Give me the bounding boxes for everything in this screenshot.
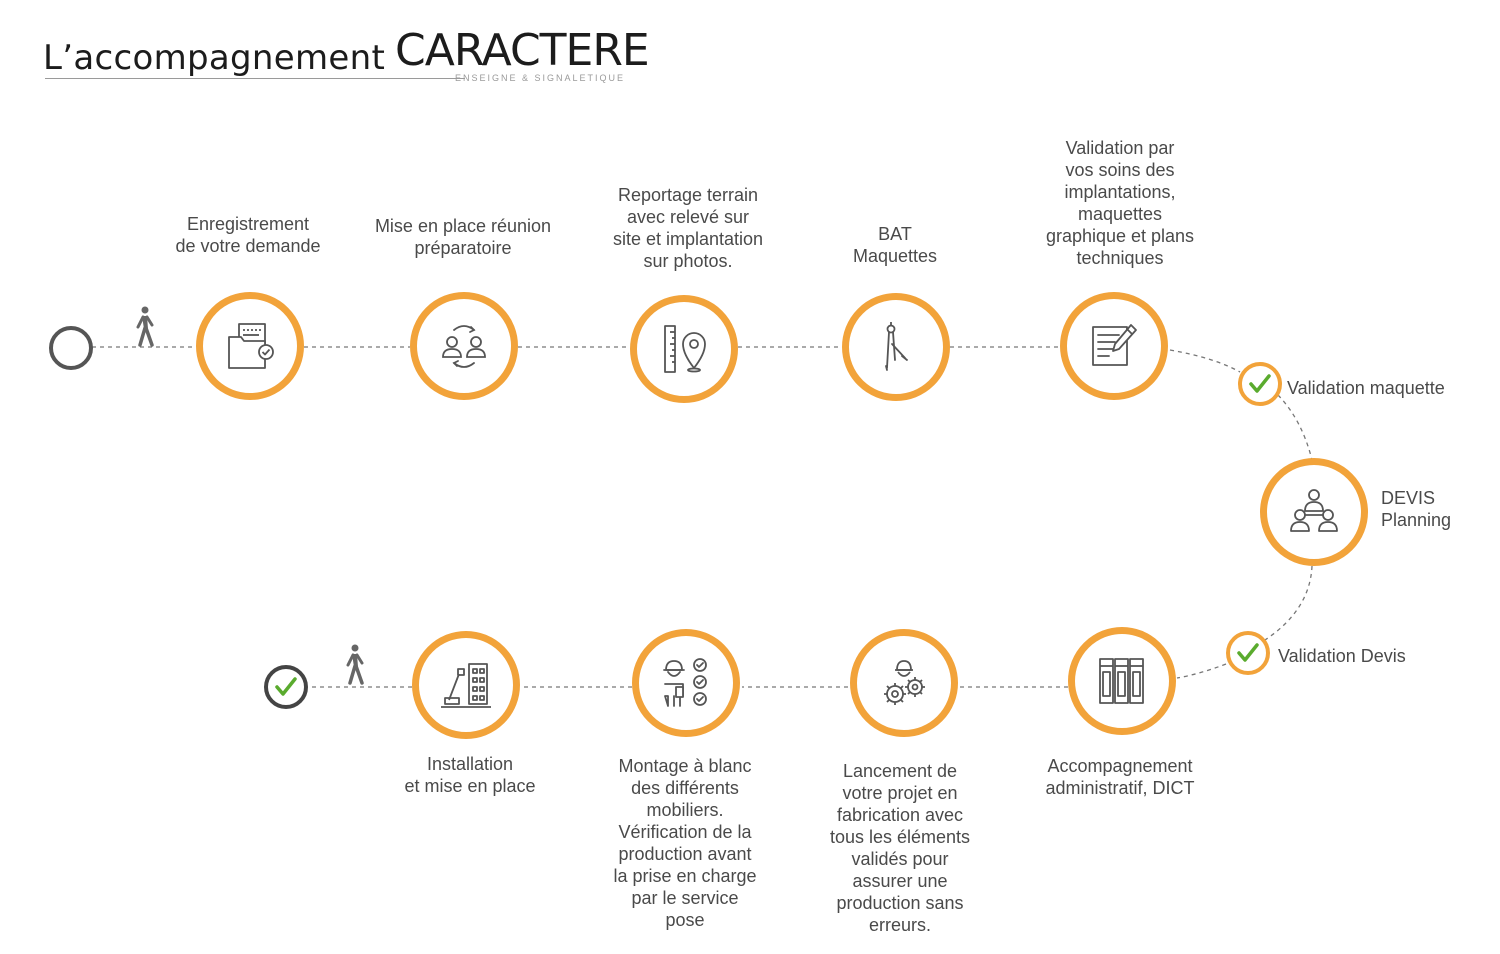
step-reportage-node — [630, 295, 738, 403]
step-enregistrement-node — [196, 292, 304, 400]
worker-checklist-icon — [663, 658, 707, 707]
step-montage-node — [632, 629, 740, 737]
validation-devis-label: Validation Devis — [1278, 646, 1406, 666]
document-pen-icon — [1092, 324, 1137, 366]
logo-wordmark: CARACTERE — [395, 25, 650, 76]
step-bat-label: BAT Maquettes — [852, 224, 938, 266]
title-underline — [45, 78, 465, 79]
step-installation-node — [412, 631, 520, 739]
validation-maquette-check — [1238, 362, 1282, 406]
worker-gears-icon — [884, 660, 925, 705]
step-accompagnement-node — [1068, 627, 1176, 735]
step-reunion-node — [410, 292, 518, 400]
step-devis-label: DEVIS Planning — [1381, 488, 1452, 530]
ruler-location-icon — [664, 325, 706, 373]
step-validation-soins-node — [1060, 292, 1168, 400]
compass-icon — [885, 322, 908, 371]
step-validation-soins-label: Validation par vos soins des implantatio… — [1045, 138, 1195, 268]
step-montage-label: Montage à blanc des différents mobiliers… — [613, 756, 757, 930]
step-devis-node — [1260, 458, 1368, 566]
binders-icon — [1099, 658, 1144, 704]
team-icon — [1290, 489, 1338, 532]
step-lancement-label: Lancement de votre projet en fabrication… — [829, 761, 971, 935]
step-bat-node — [842, 293, 950, 401]
step-installation-label: Installation et mise en place — [404, 754, 536, 796]
validation-devis-check — [1226, 631, 1270, 675]
connector-5a — [1169, 349, 1241, 373]
check-icon — [1249, 374, 1271, 393]
crane-building-icon — [441, 663, 491, 708]
start-circle — [49, 326, 93, 370]
walking-person-icon — [136, 306, 154, 347]
check-icon — [275, 677, 297, 696]
step-lancement-node — [850, 629, 958, 737]
meeting-people-icon — [442, 325, 486, 368]
step-enregistrement-label: Enregistrement de votre demande — [175, 214, 321, 256]
walking-person-icon — [346, 644, 364, 685]
connector-6b — [1176, 663, 1227, 679]
validation-maquette-label: Validation maquette — [1287, 378, 1445, 398]
page-title: L’accompagnement — [43, 38, 386, 78]
connector-5b — [1277, 394, 1313, 461]
end-check-circle — [264, 665, 308, 709]
logo-tagline: ENSEIGNE & SIGNALETIQUE — [454, 73, 625, 83]
step-accompagnement-label: Accompagnement administratif, DICT — [1045, 756, 1195, 798]
folder-check-icon — [228, 323, 274, 369]
check-icon — [1237, 643, 1259, 662]
connector-6a — [1264, 565, 1313, 641]
step-reportage-label: Reportage terrain avec relevé sur site e… — [612, 185, 764, 271]
step-reunion-label: Mise en place réunion préparatoire — [374, 216, 552, 258]
caractere-logo: CARACTERE ENSEIGNE & SIGNALETIQUE — [395, 26, 650, 86]
